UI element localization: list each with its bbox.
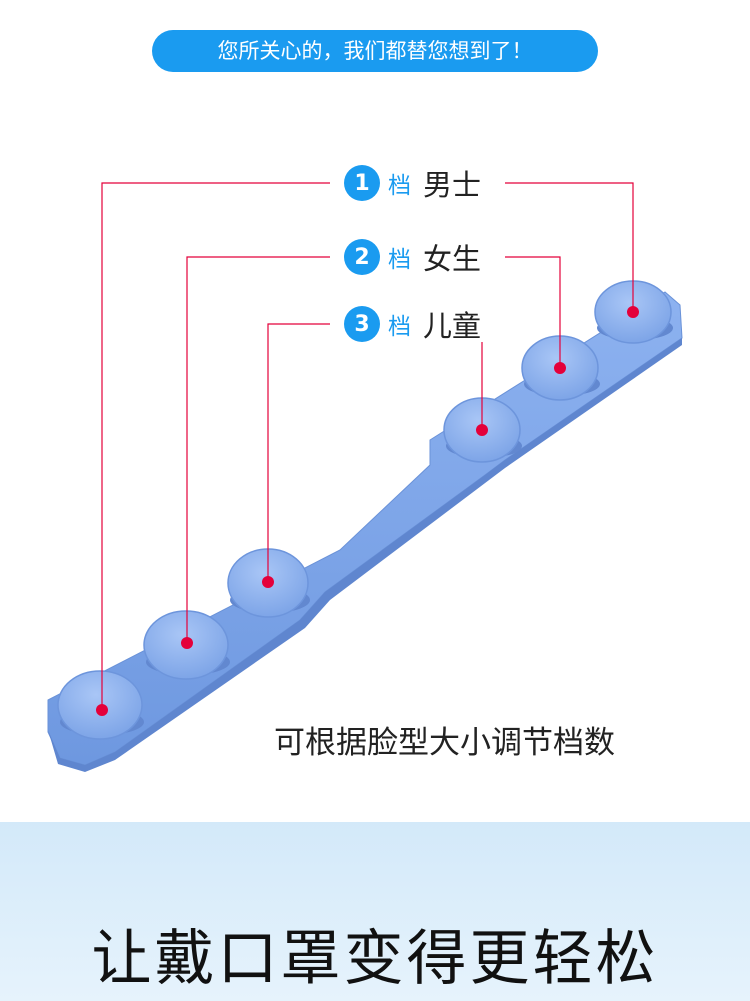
level-men: 1 档 男士 (344, 163, 481, 203)
extender-strap-illustration (47, 182, 683, 772)
footer-title: 让戴口罩变得更轻松 (91, 924, 659, 994)
marker-dot (262, 576, 274, 588)
banner-text: 您所关心的，我们都替您想到了！ (217, 39, 533, 63)
level-unit: 档 (388, 173, 411, 199)
marker-dot (96, 704, 108, 716)
level-number-badge: 2 (344, 239, 380, 275)
marker-dots (96, 306, 639, 716)
header-banner: 您所关心的，我们都替您想到了！ (152, 30, 598, 72)
leader-line-women-right (505, 256, 561, 368)
leader-lines (101, 182, 634, 710)
leader-line-kids-left (267, 323, 330, 582)
marker-dot (476, 424, 488, 436)
level-unit: 档 (388, 247, 411, 273)
marker-dot (627, 306, 639, 318)
level-label: 男士 (423, 168, 482, 202)
adjust-caption: 可根据脸型大小调节档数 (274, 725, 615, 761)
marker-dot (181, 637, 193, 649)
leader-line-men-left (101, 182, 330, 710)
level-label: 儿童 (423, 309, 482, 343)
level-number-badge: 1 (344, 165, 380, 201)
level-unit: 档 (388, 314, 411, 340)
leader-line-men-right (505, 182, 634, 312)
leader-line-women-left (186, 256, 330, 642)
footer-band (0, 822, 750, 1001)
level-number-badge: 3 (344, 306, 380, 342)
level-kids: 3 档 儿童 (344, 304, 481, 344)
level-label: 女生 (423, 242, 482, 276)
level-women: 2 档 女生 (344, 237, 481, 277)
marker-dot (554, 362, 566, 374)
